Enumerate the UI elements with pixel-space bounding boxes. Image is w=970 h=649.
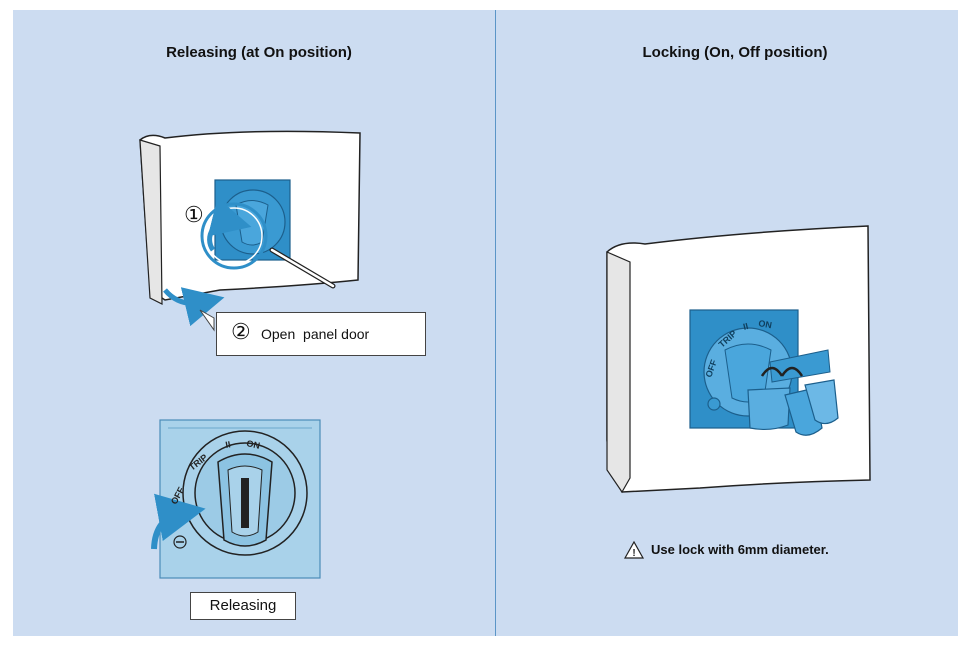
step-1-number: ① <box>184 202 204 227</box>
locking-panel-illustration <box>607 226 870 492</box>
warning-text: Use lock with 6mm diameter. <box>651 542 829 557</box>
releasing-caption: Releasing <box>210 597 277 614</box>
step-2-label: Open panel door <box>261 326 369 342</box>
releasing-panel-illustration <box>140 131 360 330</box>
step-2-callout: ② Open panel door <box>216 312 426 356</box>
releasing-caption-box: Releasing <box>190 592 296 620</box>
step-2-number: ② <box>231 319 251 345</box>
warning-icon-glyph: ! <box>632 548 635 559</box>
